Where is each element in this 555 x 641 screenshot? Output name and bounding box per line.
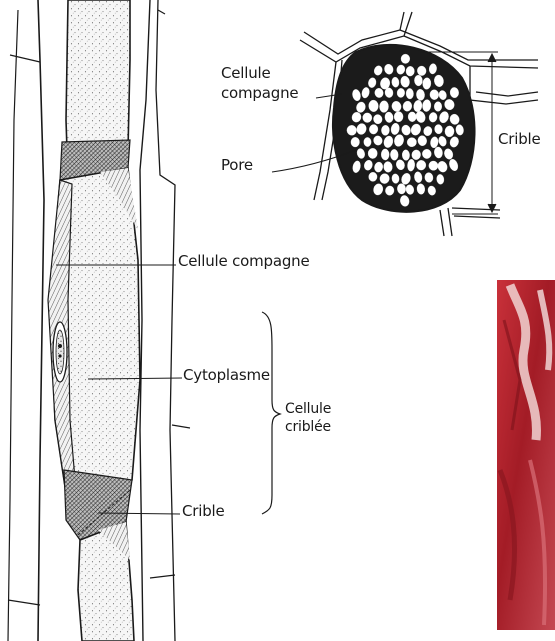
longitudinal-section (8, 0, 190, 641)
pore (381, 149, 389, 160)
label-cellule-compagne: Cellule compagne (178, 254, 310, 269)
left-outer-wall (8, 10, 18, 641)
label-pore: Pore (221, 158, 253, 173)
label-crible-bottom: Crible (182, 504, 225, 519)
label-cellule-criblee-2: criblée (285, 420, 331, 434)
pore (394, 111, 403, 122)
pore (381, 125, 389, 135)
label-cellule-compagne-top-2: compagne (221, 86, 298, 101)
label-crible-top: Crible (498, 132, 541, 147)
label-cytoplasme: Cytoplasme (183, 368, 270, 383)
right-cell-wall (140, 0, 150, 641)
pore (434, 102, 442, 112)
companion-nucleus (53, 322, 67, 382)
label-cellule-criblee-1: Cellule (285, 402, 331, 416)
label-cellule-compagne-top: Cellule (221, 66, 271, 81)
cross-section (272, 12, 538, 236)
pore (368, 148, 377, 159)
cellule-criblee-brace (262, 312, 280, 514)
left-cell-wall (38, 0, 44, 641)
pore (401, 54, 410, 63)
micrograph-photo (497, 280, 555, 630)
